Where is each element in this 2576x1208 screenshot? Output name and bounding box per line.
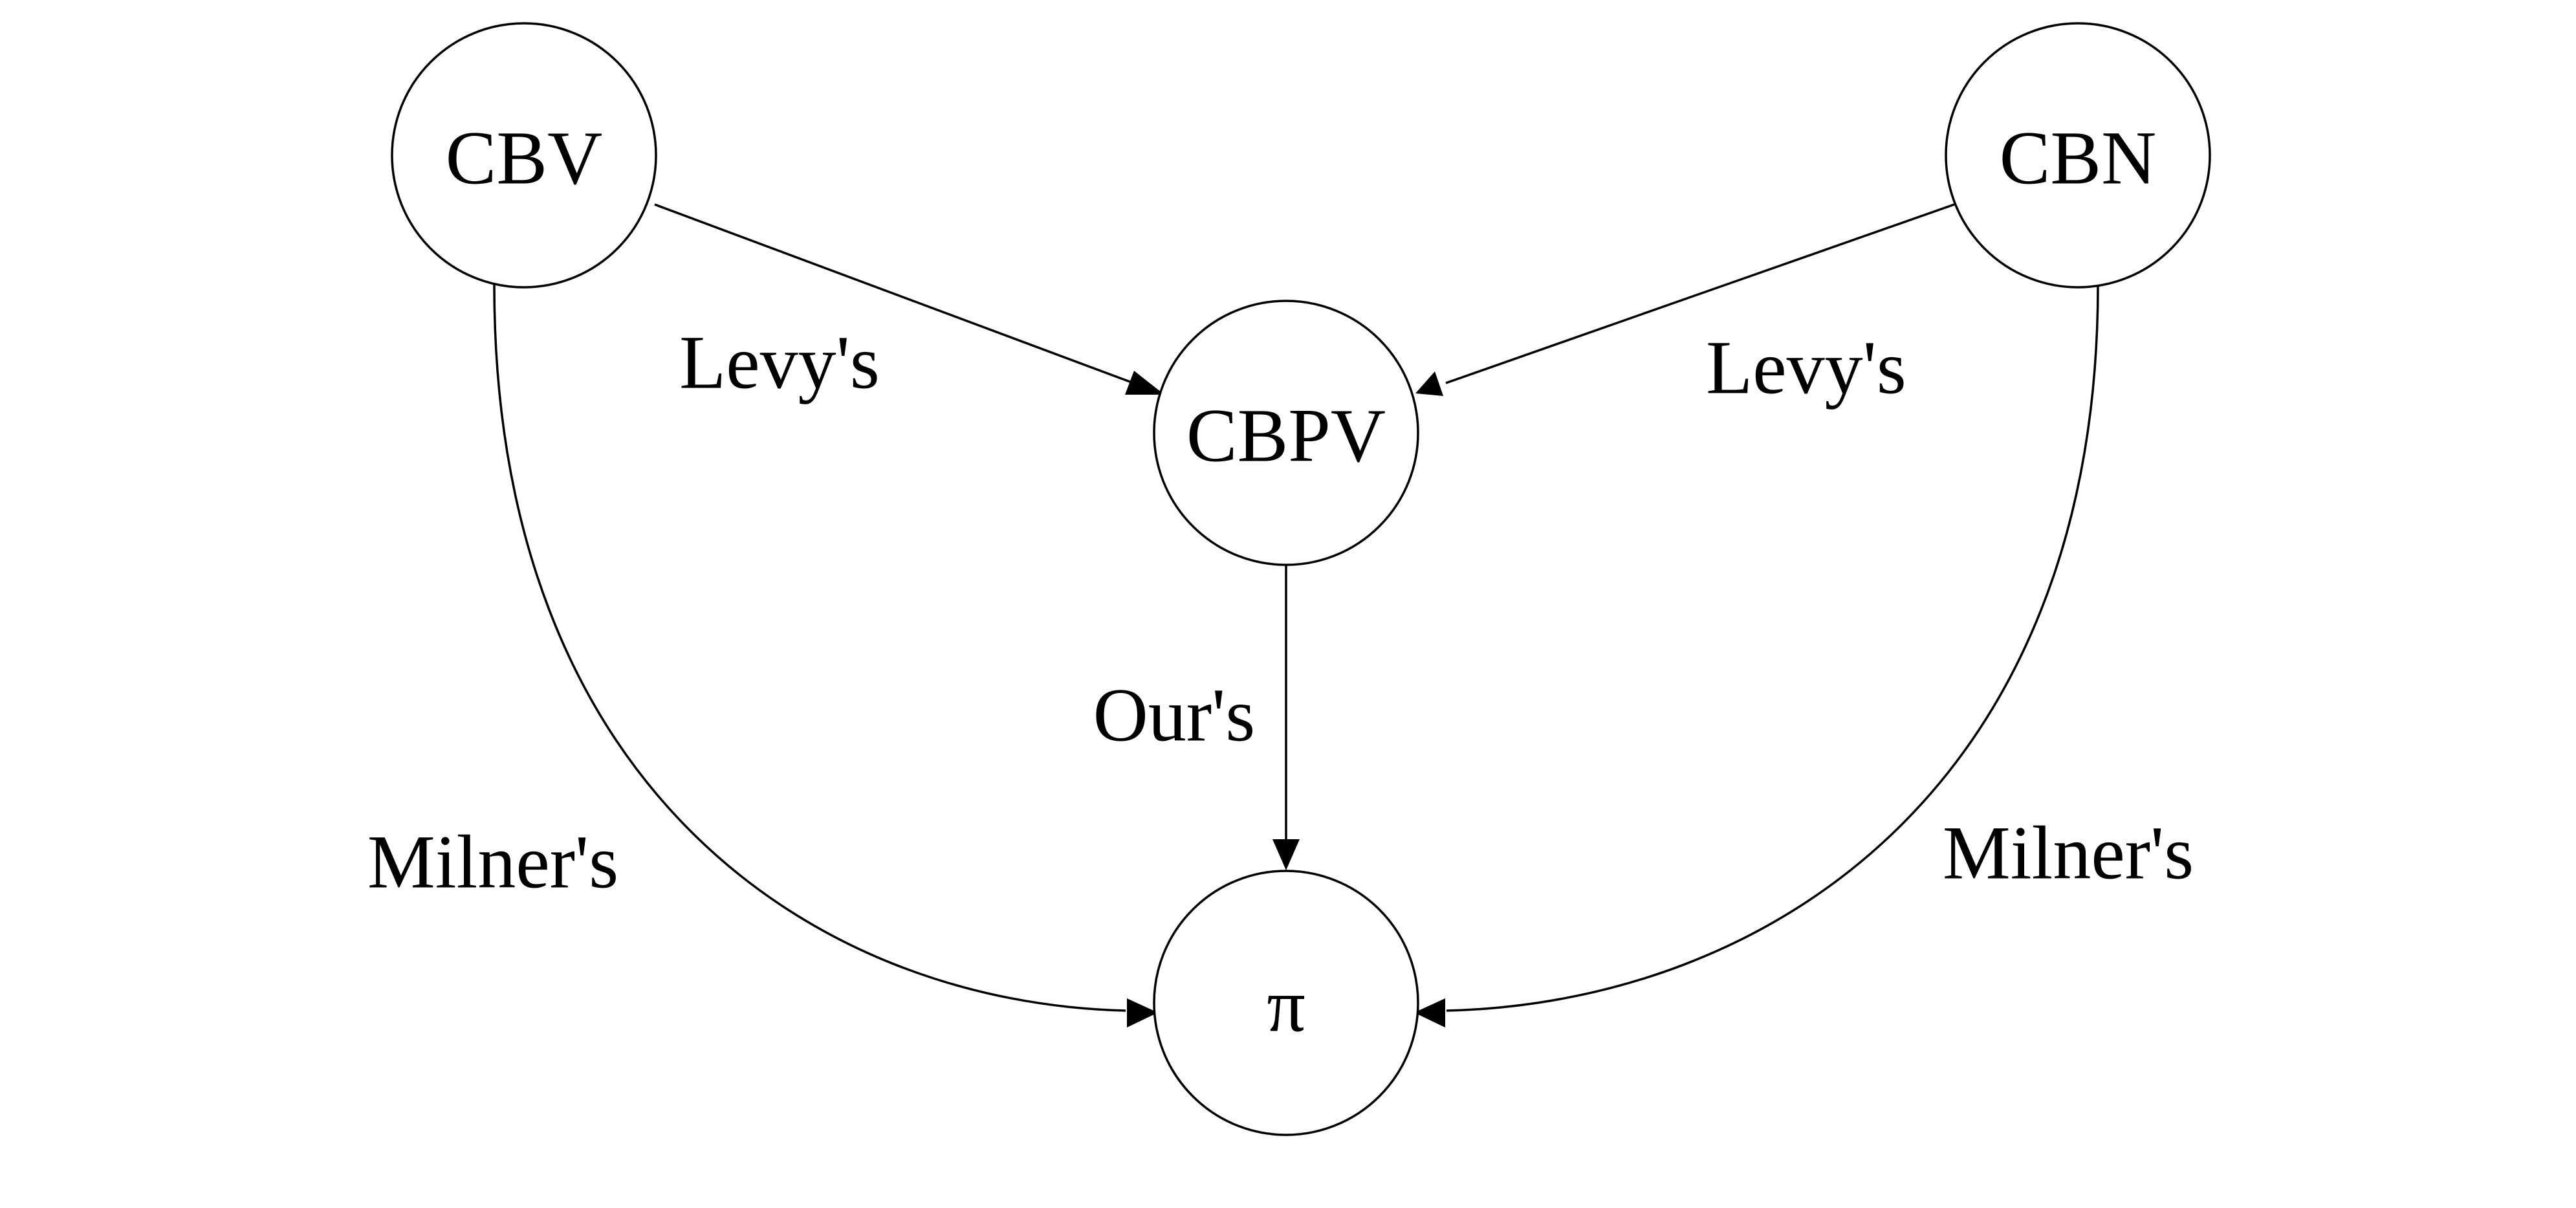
node-cbpv: CBPV <box>1153 300 1419 566</box>
node-label-cbpv: CBPV <box>1186 393 1386 478</box>
node-pi: π <box>1153 870 1419 1136</box>
node-label-pi: π <box>1267 963 1305 1048</box>
edge-line-cbv-cbpv <box>654 203 1134 384</box>
node-cbn: CBN <box>1945 22 2211 289</box>
edge-line-cbn-cbpv <box>1445 203 1955 384</box>
edge-cbpv-pi <box>1272 565 1300 870</box>
edge-label-cbn-pi: Milner's <box>1943 811 2194 895</box>
arrowhead-cbv-cbpv <box>1125 371 1164 395</box>
node-circle-cbpv <box>1153 300 1419 566</box>
edge-label-cbn-cbpv: Levy's <box>1706 325 1906 410</box>
arrowhead-cbpv-pi <box>1272 839 1300 870</box>
node-circle-cbn <box>1945 22 2211 289</box>
arrowhead-cbv-pi <box>1127 998 1158 1027</box>
arrowhead-cbn-cbpv <box>1415 371 1443 396</box>
node-circle-pi <box>1153 870 1419 1136</box>
edge-label-cbpv-pi: Our's <box>1093 673 1256 758</box>
arrowhead-cbn-pi <box>1414 998 1445 1027</box>
node-circle-cbv <box>391 22 657 289</box>
edge-cbn-cbpv <box>1415 203 1955 396</box>
node-cbv: CBV <box>391 22 657 289</box>
node-label-cbv: CBV <box>446 116 603 201</box>
edge-label-cbv-cbpv: Levy's <box>679 320 880 405</box>
edge-path-cbv-pi <box>493 284 1126 1012</box>
edge-path-cbn-pi <box>1446 284 2099 1012</box>
edge-cbv-cbpv <box>654 203 1164 395</box>
edge-label-cbv-pi: Milner's <box>367 820 618 905</box>
node-label-cbn: CBN <box>2000 116 2157 201</box>
edge-cbn-pi <box>1414 284 2099 1027</box>
edge-cbv-pi <box>493 284 1158 1027</box>
